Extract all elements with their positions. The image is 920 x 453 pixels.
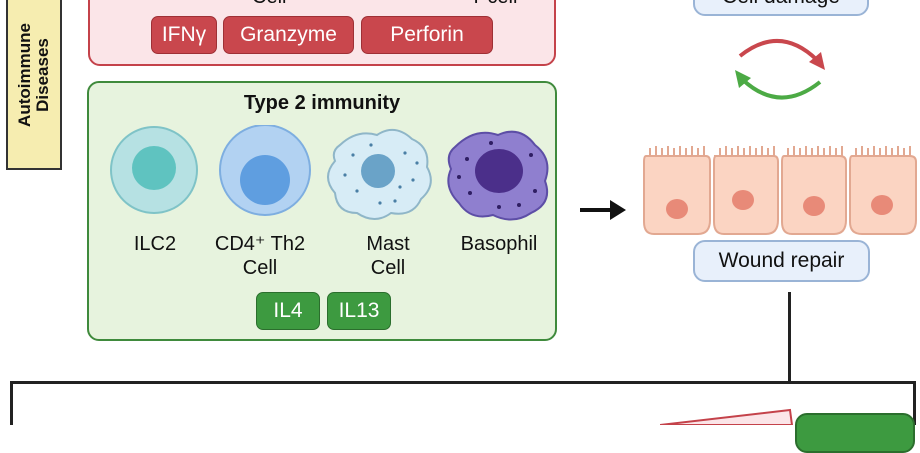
side-label-line1: Autoimmune [15,23,35,127]
cell-damage-text: Cell damage [722,0,840,9]
ilc2-label-line1: ILC2 [133,233,177,255]
th2-cell-icon [219,125,311,216]
epithelial-cell-1 [643,146,711,235]
mast-cell-label: Mast Cell [333,232,443,280]
ifng-chip: IFNγ [151,16,217,54]
type1-cell-label-right: T cell [470,0,517,9]
cycle-arrows-icon [735,39,825,100]
il4-chip: IL4 [256,292,320,330]
right-arrow-icon [580,200,626,220]
epithelial-cell-3 [781,146,847,235]
th2-label-line1: CD4⁺ Th2 [214,233,306,255]
side-category-tab: Autoimmune Diseases [6,0,62,170]
perforin-chip: Perforin [361,16,493,54]
type2-title: Type 2 immunity [243,92,401,114]
bottom-wedge-shape [660,408,794,425]
basophil-label-line1: Basophil [460,233,538,255]
mast-cell-icon [327,128,432,220]
type2-cells-illustration [110,125,549,221]
bracket-left-leg [10,381,13,425]
ilc2-cell-icon [110,126,198,214]
basophil-label: Basophil [444,232,554,256]
mast-label-line1: Mast [366,233,410,255]
bottom-green-box [795,413,915,453]
bracket-horizontal-line [10,381,916,384]
wound-repair-text: Wound repair [718,249,845,272]
side-label-line2: Diseases [33,38,53,112]
ilc2-label: ILC2 [100,232,210,256]
bracket-vertical-line [788,292,791,384]
epithelial-cell-2 [713,146,779,235]
th2-label-line2: Cell [242,257,278,279]
th2-label: CD4⁺ Th2 Cell [205,232,315,280]
granzyme-chip: Granzyme [223,16,354,54]
mast-label-line2: Cell [370,257,406,279]
epithelial-cell-4 [849,146,917,235]
basophil-cell-icon [447,130,549,221]
side-category-label: Autoimmune Diseases [15,23,53,127]
il13-chip: IL13 [327,292,391,330]
epithelial-cells-illustration [643,146,917,235]
type1-cell-label-left: Cell [252,0,286,9]
wound-repair-pill: Wound repair [693,240,870,282]
bracket-right-leg [913,381,916,425]
cell-damage-pill: Cell damage [693,0,869,16]
